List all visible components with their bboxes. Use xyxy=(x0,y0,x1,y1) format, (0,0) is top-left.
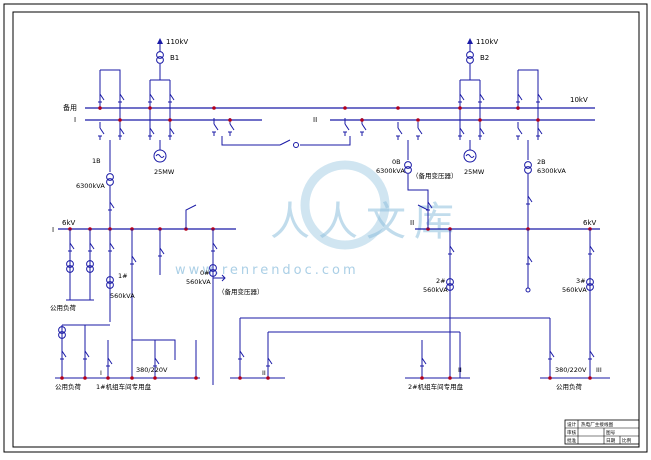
svg-text:1#机组车间专用盘: 1#机组车间专用盘 xyxy=(96,382,152,391)
svg-text:批准: 批准 xyxy=(567,437,577,444)
bus-10kv-reserve-label: 备用 xyxy=(63,103,77,112)
load-labels: 公用负荷 I 1#机组车间专用盘 380/220V II II 2#机组车间专用… xyxy=(55,366,602,391)
svg-text:0#: 0# xyxy=(200,269,210,277)
lv-transformer-labels: 公用负荷 1# 560kVA 0# 560kVA （备用变压器） 2# 560k… xyxy=(50,269,587,312)
svg-text:图号: 图号 xyxy=(606,430,616,436)
svg-text:II: II xyxy=(458,366,462,374)
generator-right: 25MW xyxy=(463,140,485,176)
svg-text:I: I xyxy=(100,369,102,377)
svg-text:560kVA: 560kVA xyxy=(423,286,448,294)
svg-text:2#机组车间专用盘: 2#机组车间专用盘 xyxy=(408,382,464,391)
title-block: 设计 热电厂主接线图 审核 图号 批准 日期 比例 xyxy=(564,419,640,445)
bus-10kv-voltage: 10kV xyxy=(570,96,588,104)
svg-text:审核: 审核 xyxy=(567,429,577,436)
svg-text:公用负荷: 公用负荷 xyxy=(556,382,583,391)
svg-text:380/220V: 380/220V xyxy=(136,366,168,374)
hv-switchgear xyxy=(97,69,543,141)
svg-text:6300kVA: 6300kVA xyxy=(376,167,405,175)
bus-10kv-sec2-label: II xyxy=(313,116,317,124)
svg-text:560kVA: 560kVA xyxy=(562,286,587,294)
svg-text:3#: 3# xyxy=(576,277,586,285)
generator-left: 25MW xyxy=(153,140,175,176)
svg-text:6300kVA: 6300kVA xyxy=(76,182,105,190)
svg-text:II: II xyxy=(410,219,414,227)
transformer-0b: 0B 6300kVA （备用变压器） xyxy=(376,140,458,228)
svg-text:6kV: 6kV xyxy=(62,219,76,227)
generator-left-label: 25MW xyxy=(154,168,175,176)
transformer-1b: 1B 6300kVA xyxy=(76,140,115,228)
bus-10kv: 备用 I II 10kV xyxy=(63,96,595,124)
svg-text:II: II xyxy=(262,369,266,377)
lv-distribution xyxy=(55,317,610,385)
svg-text:6300kVA: 6300kVA xyxy=(537,167,566,175)
svg-text:设计: 设计 xyxy=(567,421,577,428)
supply-left: 110kV B1 xyxy=(156,38,188,80)
outer-frame xyxy=(3,3,648,453)
generator-right-label: 25MW xyxy=(464,168,485,176)
svg-text:I: I xyxy=(52,226,54,234)
svg-text:日期: 日期 xyxy=(606,438,616,444)
bus-10kv-sec1-label: I xyxy=(74,116,76,124)
svg-text:1#: 1# xyxy=(118,272,128,280)
svg-text:6kV: 6kV xyxy=(583,219,597,227)
svg-text:2B: 2B xyxy=(537,158,546,166)
transformer-b2-label: B2 xyxy=(480,54,489,62)
svg-text:比例: 比例 xyxy=(622,437,632,444)
bus-tie xyxy=(221,136,351,148)
svg-text:380/220V: 380/220V xyxy=(555,366,587,374)
supply-right: 110kV B2 xyxy=(466,38,498,80)
svg-text:1B: 1B xyxy=(92,157,101,165)
svg-text:III: III xyxy=(596,366,602,374)
transformer-2b: 2B 6300kVA xyxy=(524,140,566,228)
svg-text:2#: 2# xyxy=(436,277,446,285)
inner-frame xyxy=(12,11,640,448)
svg-text:（备用变压器）: （备用变压器） xyxy=(218,287,264,296)
watermark-logo: 人人文库 xyxy=(270,199,462,245)
lv-nodes xyxy=(60,376,592,380)
svg-text:560kVA: 560kVA xyxy=(110,292,135,300)
watermark-site: www.renrendoc.com xyxy=(175,263,359,278)
watermark: 人人文库 www.renrendoc.com xyxy=(175,160,462,278)
svg-text:公用负荷: 公用负荷 xyxy=(55,382,82,391)
svg-text:（备用变压器）: （备用变压器） xyxy=(412,171,458,180)
supply-right-label: 110kV xyxy=(476,38,498,46)
svg-text:0B: 0B xyxy=(392,158,401,166)
transformer-b1-label: B1 xyxy=(170,54,179,62)
svg-text:公用负荷: 公用负荷 xyxy=(50,303,77,312)
supply-left-label: 110kV xyxy=(166,38,188,46)
svg-text:560kVA: 560kVA xyxy=(186,278,211,286)
svg-text:热电厂主接线图: 热电厂主接线图 xyxy=(581,421,614,428)
feeders-6kv xyxy=(66,204,595,378)
